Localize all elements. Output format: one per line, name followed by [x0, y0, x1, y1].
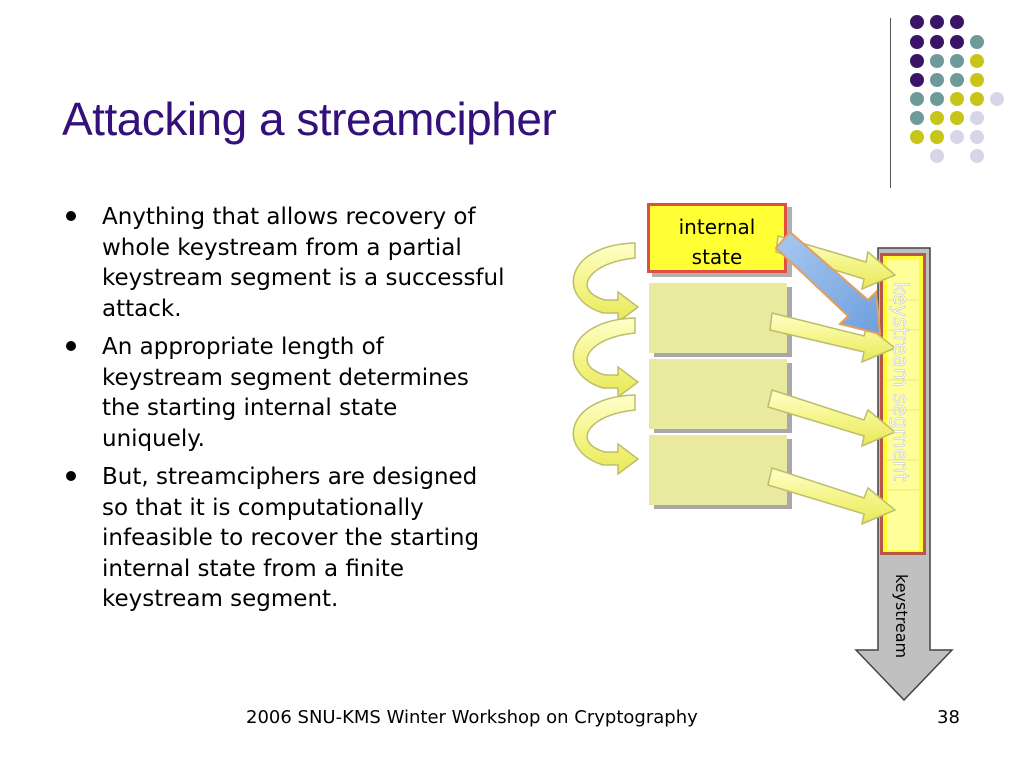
bullet-dot-icon [66, 341, 76, 351]
internal-state-label-line2: state [692, 245, 743, 269]
curved-arrow-icon [572, 242, 640, 324]
state-box [649, 359, 792, 433]
bullet-text: Anything that allows recovery of whole k… [102, 204, 505, 322]
output-arrow-icon [767, 389, 897, 448]
decorative-dot-grid [910, 15, 1004, 163]
keystream-segment-label: keystream segment [889, 282, 913, 481]
curved-arrow-icon [572, 317, 640, 399]
page-number: 38 [937, 707, 960, 728]
bullet-item: An appropriate length of keystream segme… [66, 332, 506, 454]
title-divider-line [890, 18, 891, 188]
internal-state-box [647, 203, 792, 277]
bullet-dot-icon [66, 211, 76, 221]
state-box [649, 435, 792, 509]
bullet-item: Anything that allows recovery of whole k… [66, 202, 506, 324]
slide-title: Attacking a streamcipher [62, 93, 557, 145]
output-arrow-icon [767, 467, 897, 526]
keystream-label: keystream [892, 574, 911, 658]
internal-state-label-line1: internal [679, 215, 756, 239]
footer-text: 2006 SNU-KMS Winter Workshop on Cryptogr… [246, 707, 698, 728]
state-box [649, 283, 792, 357]
keystream-segment-box [880, 253, 926, 555]
recovery-arrow-icon [774, 230, 882, 336]
bullet-text: An appropriate length of keystream segme… [102, 334, 469, 452]
bullet-item: But, streamciphers are designed so that … [66, 462, 506, 615]
output-arrow-icon [769, 312, 897, 364]
curved-arrow-icon [572, 394, 640, 476]
bullet-text: But, streamciphers are designed so that … [102, 464, 480, 612]
bullet-list: Anything that allows recovery of whole k… [66, 202, 506, 623]
bullet-dot-icon [66, 471, 76, 481]
